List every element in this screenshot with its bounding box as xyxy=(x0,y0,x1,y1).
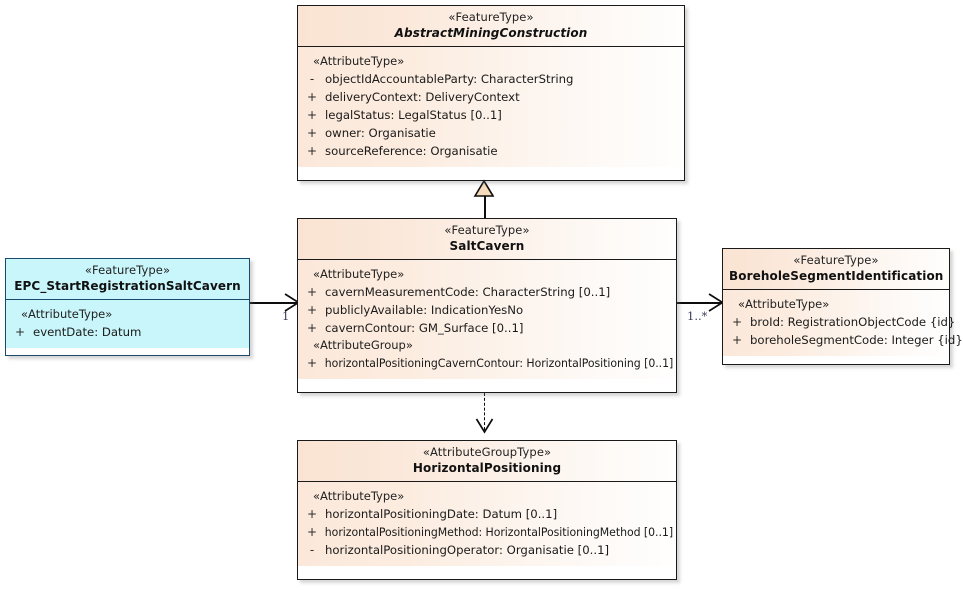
association-right-connector-line xyxy=(676,302,723,304)
class-abstract-mining-construction[interactable]: «FeatureType» AbstractMiningConstruction… xyxy=(297,5,685,181)
class-name: SaltCavern xyxy=(449,239,525,253)
visibility-marker: + xyxy=(306,321,318,335)
attribute-row: + sourceReference: Organisatie xyxy=(302,142,680,160)
attribute-group-stereotype: «AttributeType» xyxy=(313,489,405,503)
attribute-row: + cavernContour: GM_Surface [0..1] xyxy=(302,319,672,337)
attribute-signature: objectIdAccountableParty: CharacterStrin… xyxy=(325,72,574,86)
generalization-connector-line xyxy=(484,196,486,219)
visibility-marker: + xyxy=(306,356,318,370)
class-name: BoreholeSegmentIdentification xyxy=(729,269,944,283)
attribute-signature: horizontalPositioningCavernContour: Hori… xyxy=(324,356,674,370)
visibility-marker: + xyxy=(306,90,318,104)
attribute-row: + horizontalPositioningMethod: Horizonta… xyxy=(302,523,674,541)
visibility-marker: + xyxy=(306,525,318,539)
visibility-marker: + xyxy=(306,303,318,317)
class-horizontal-positioning[interactable]: «AttributeGroupType» HorizontalPositioni… xyxy=(297,440,677,580)
attribute-signature: legalStatus: LegalStatus [0..1] xyxy=(325,108,502,122)
attribute-row: + horizontalPositioningCavernContour: Ho… xyxy=(302,354,674,372)
class-header-salt-cavern: «FeatureType» SaltCavern xyxy=(298,219,676,260)
attribute-group-stereotype: «AttributeType» xyxy=(313,54,405,68)
attribute-row: + legalStatus: LegalStatus [0..1] xyxy=(302,106,680,124)
visibility-marker: + xyxy=(306,144,318,158)
attribute-signature: broId: RegistrationObjectCode {id} xyxy=(750,315,956,329)
attribute-row: + eventDate: Datum xyxy=(10,323,245,341)
visibility-marker: + xyxy=(306,507,318,521)
class-stereotype: «FeatureType» xyxy=(793,253,879,267)
class-name: HorizontalPositioning xyxy=(412,461,562,475)
class-attributes-compartment: «AttributeType» + cavernMeasurementCode:… xyxy=(298,260,676,379)
attribute-row: + deliveryContext: DeliveryContext xyxy=(302,88,680,106)
attribute-signature: sourceReference: Organisatie xyxy=(325,144,498,158)
class-attributes-compartment: «AttributeType» + eventDate: Datum xyxy=(6,300,249,348)
visibility-marker: - xyxy=(309,72,315,86)
class-borehole-segment-identification[interactable]: «FeatureType» BoreholeSegmentIdentificat… xyxy=(722,248,963,365)
association-left-connector-line xyxy=(250,302,298,304)
attribute-signature: publiclyAvailable: IndicationYesNo xyxy=(325,303,524,317)
attribute-signature: cavernContour: GM_Surface [0..1] xyxy=(325,321,524,335)
attribute-row: + cavernMeasurementCode: CharacterString… xyxy=(302,283,672,301)
attribute-row: + horizontalPositioningDate: Datum [0..1… xyxy=(302,505,672,523)
attribute-signature: boreholeSegmentCode: Integer {id} xyxy=(750,333,963,347)
visibility-marker: + xyxy=(14,325,26,339)
class-attributes-compartment: «AttributeType» + broId: RegistrationObj… xyxy=(723,290,963,356)
class-header-borehole-segment-identification: «FeatureType» BoreholeSegmentIdentificat… xyxy=(723,249,949,290)
attribute-group-stereotype: «AttributeType» xyxy=(313,267,405,281)
class-stereotype: «FeatureType» xyxy=(444,223,530,237)
visibility-marker: + xyxy=(306,285,318,299)
attribute-signature: owner: Organisatie xyxy=(325,126,436,140)
visibility-marker: + xyxy=(306,108,318,122)
dependency-connector-line xyxy=(484,393,485,430)
multiplicity-label-right: 1..* xyxy=(687,309,708,323)
attribute-row: - horizontalPositioningOperator: Organis… xyxy=(302,541,672,559)
attribute-signature: eventDate: Datum xyxy=(33,325,142,339)
class-header-epc-start-registration-salt-cavern: «FeatureType» EPC_StartRegistrationSaltC… xyxy=(6,259,249,300)
attribute-group-stereotype: «AttributeType» xyxy=(738,297,830,311)
attribute-group-stereotype: «AttributeType» xyxy=(21,307,113,321)
attribute-signature: horizontalPositioningOperator: Organisat… xyxy=(325,543,610,557)
class-header-horizontal-positioning: «AttributeGroupType» HorizontalPositioni… xyxy=(298,441,676,482)
attribute-signature: horizontalPositioningMethod: HorizontalP… xyxy=(324,525,674,539)
class-header-abstract-mining-construction: «FeatureType» AbstractMiningConstruction xyxy=(298,6,684,47)
class-attributes-compartment: «AttributeType» - objectIdAccountablePar… xyxy=(298,47,684,167)
class-stereotype: «FeatureType» xyxy=(84,263,171,277)
visibility-marker: - xyxy=(309,543,315,557)
class-name: AbstractMiningConstruction xyxy=(394,26,588,40)
class-attributes-compartment: «AttributeType» + horizontalPositioningD… xyxy=(298,482,676,566)
attribute-row: + owner: Organisatie xyxy=(302,124,680,142)
multiplicity-label-left: 1 xyxy=(282,309,290,323)
class-salt-cavern[interactable]: «FeatureType» SaltCavern «AttributeType»… xyxy=(297,218,677,393)
attribute-row: + publiclyAvailable: IndicationYesNo xyxy=(302,301,672,319)
attribute-signature: deliveryContext: DeliveryContext xyxy=(325,90,520,104)
attribute-signature: cavernMeasurementCode: CharacterString [… xyxy=(325,285,611,299)
class-stereotype: «AttributeGroupType» xyxy=(422,445,552,459)
attribute-group-stereotype: «AttributeGroup» xyxy=(313,338,413,352)
visibility-marker: + xyxy=(731,315,743,329)
attribute-row: + boreholeSegmentCode: Integer {id} xyxy=(727,331,963,349)
attribute-row: + broId: RegistrationObjectCode {id} xyxy=(727,313,955,331)
class-stereotype: «FeatureType» xyxy=(448,10,534,24)
visibility-marker: + xyxy=(731,333,743,347)
attribute-row: - objectIdAccountableParty: CharacterStr… xyxy=(302,70,680,88)
generalization-arrowhead-icon xyxy=(476,181,494,196)
class-epc-start-registration-salt-cavern[interactable]: «FeatureType» EPC_StartRegistrationSaltC… xyxy=(5,258,250,356)
attribute-signature: horizontalPositioningDate: Datum [0..1] xyxy=(325,507,558,521)
visibility-marker: + xyxy=(306,126,318,140)
class-name: EPC_StartRegistrationSaltCavern xyxy=(14,279,241,293)
